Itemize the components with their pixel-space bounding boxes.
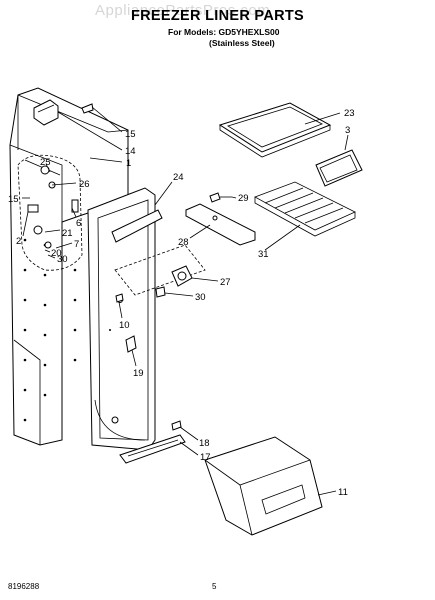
doc-number: 8196288 — [8, 582, 40, 591]
callout-2: 2 — [16, 236, 21, 247]
glass-shelf-part — [218, 102, 332, 158]
liner-frame-part — [87, 187, 163, 451]
model-info: For Models: GD5YHEXLS00 (Stainless Steel… — [168, 27, 279, 49]
callout-24: 24 — [173, 172, 184, 183]
freezer-liner-part — [9, 87, 129, 446]
fastener-10-part — [115, 293, 124, 303]
thermostat-part — [114, 244, 206, 298]
callout-18: 18 — [199, 438, 210, 449]
callout-15: 15 — [125, 129, 136, 140]
callout-27: 27 — [220, 277, 231, 288]
callout-14: 14 — [125, 146, 136, 157]
callout-19: 19 — [133, 368, 144, 379]
callout-28: 28 — [178, 237, 189, 248]
page-number: 5 — [212, 582, 217, 591]
callout-1: 1 — [126, 158, 131, 169]
callout-29: 29 — [238, 193, 249, 204]
light-cover-part — [315, 149, 363, 187]
callout-25: 25 — [40, 157, 51, 168]
callout-20: 20 — [51, 248, 62, 259]
watermark-text: AppliancePartsPros.com — [95, 2, 271, 19]
callout-30: 30 — [57, 254, 68, 265]
models-line: For Models: GD5YHEXLS00 — [168, 27, 280, 37]
clip-19-part — [125, 335, 137, 353]
screw-29-part — [209, 192, 232, 203]
page-title: FREEZER LINER PARTS — [131, 8, 304, 24]
top-bracket-part — [33, 99, 94, 126]
callout-23: 23 — [344, 108, 355, 119]
callout-labels: 23 3 15 14 1 25 26 24 29 15 6 2 21 7 20 … — [8, 108, 355, 498]
freezer-bin-part — [204, 436, 323, 536]
callout-26: 26 — [79, 179, 90, 190]
wire-shelf-part — [254, 181, 356, 237]
callout-7: 7 — [74, 239, 79, 250]
callout-10: 10 — [119, 320, 130, 331]
shelf-support-part — [185, 203, 256, 246]
callout-6: 6 — [76, 218, 81, 229]
callout-11: 11 — [338, 487, 348, 498]
finish-line: (Stainless Steel) — [209, 38, 275, 48]
pan-rail-part — [119, 420, 186, 464]
callout-21: 21 — [62, 228, 73, 239]
callout-15b: 15 — [8, 194, 19, 205]
callout-3: 3 — [345, 125, 350, 136]
callout-31: 31 — [258, 249, 269, 260]
leader-lines — [22, 106, 349, 496]
callout-30b: 30 — [195, 292, 206, 303]
callout-17: 17 — [200, 452, 211, 463]
